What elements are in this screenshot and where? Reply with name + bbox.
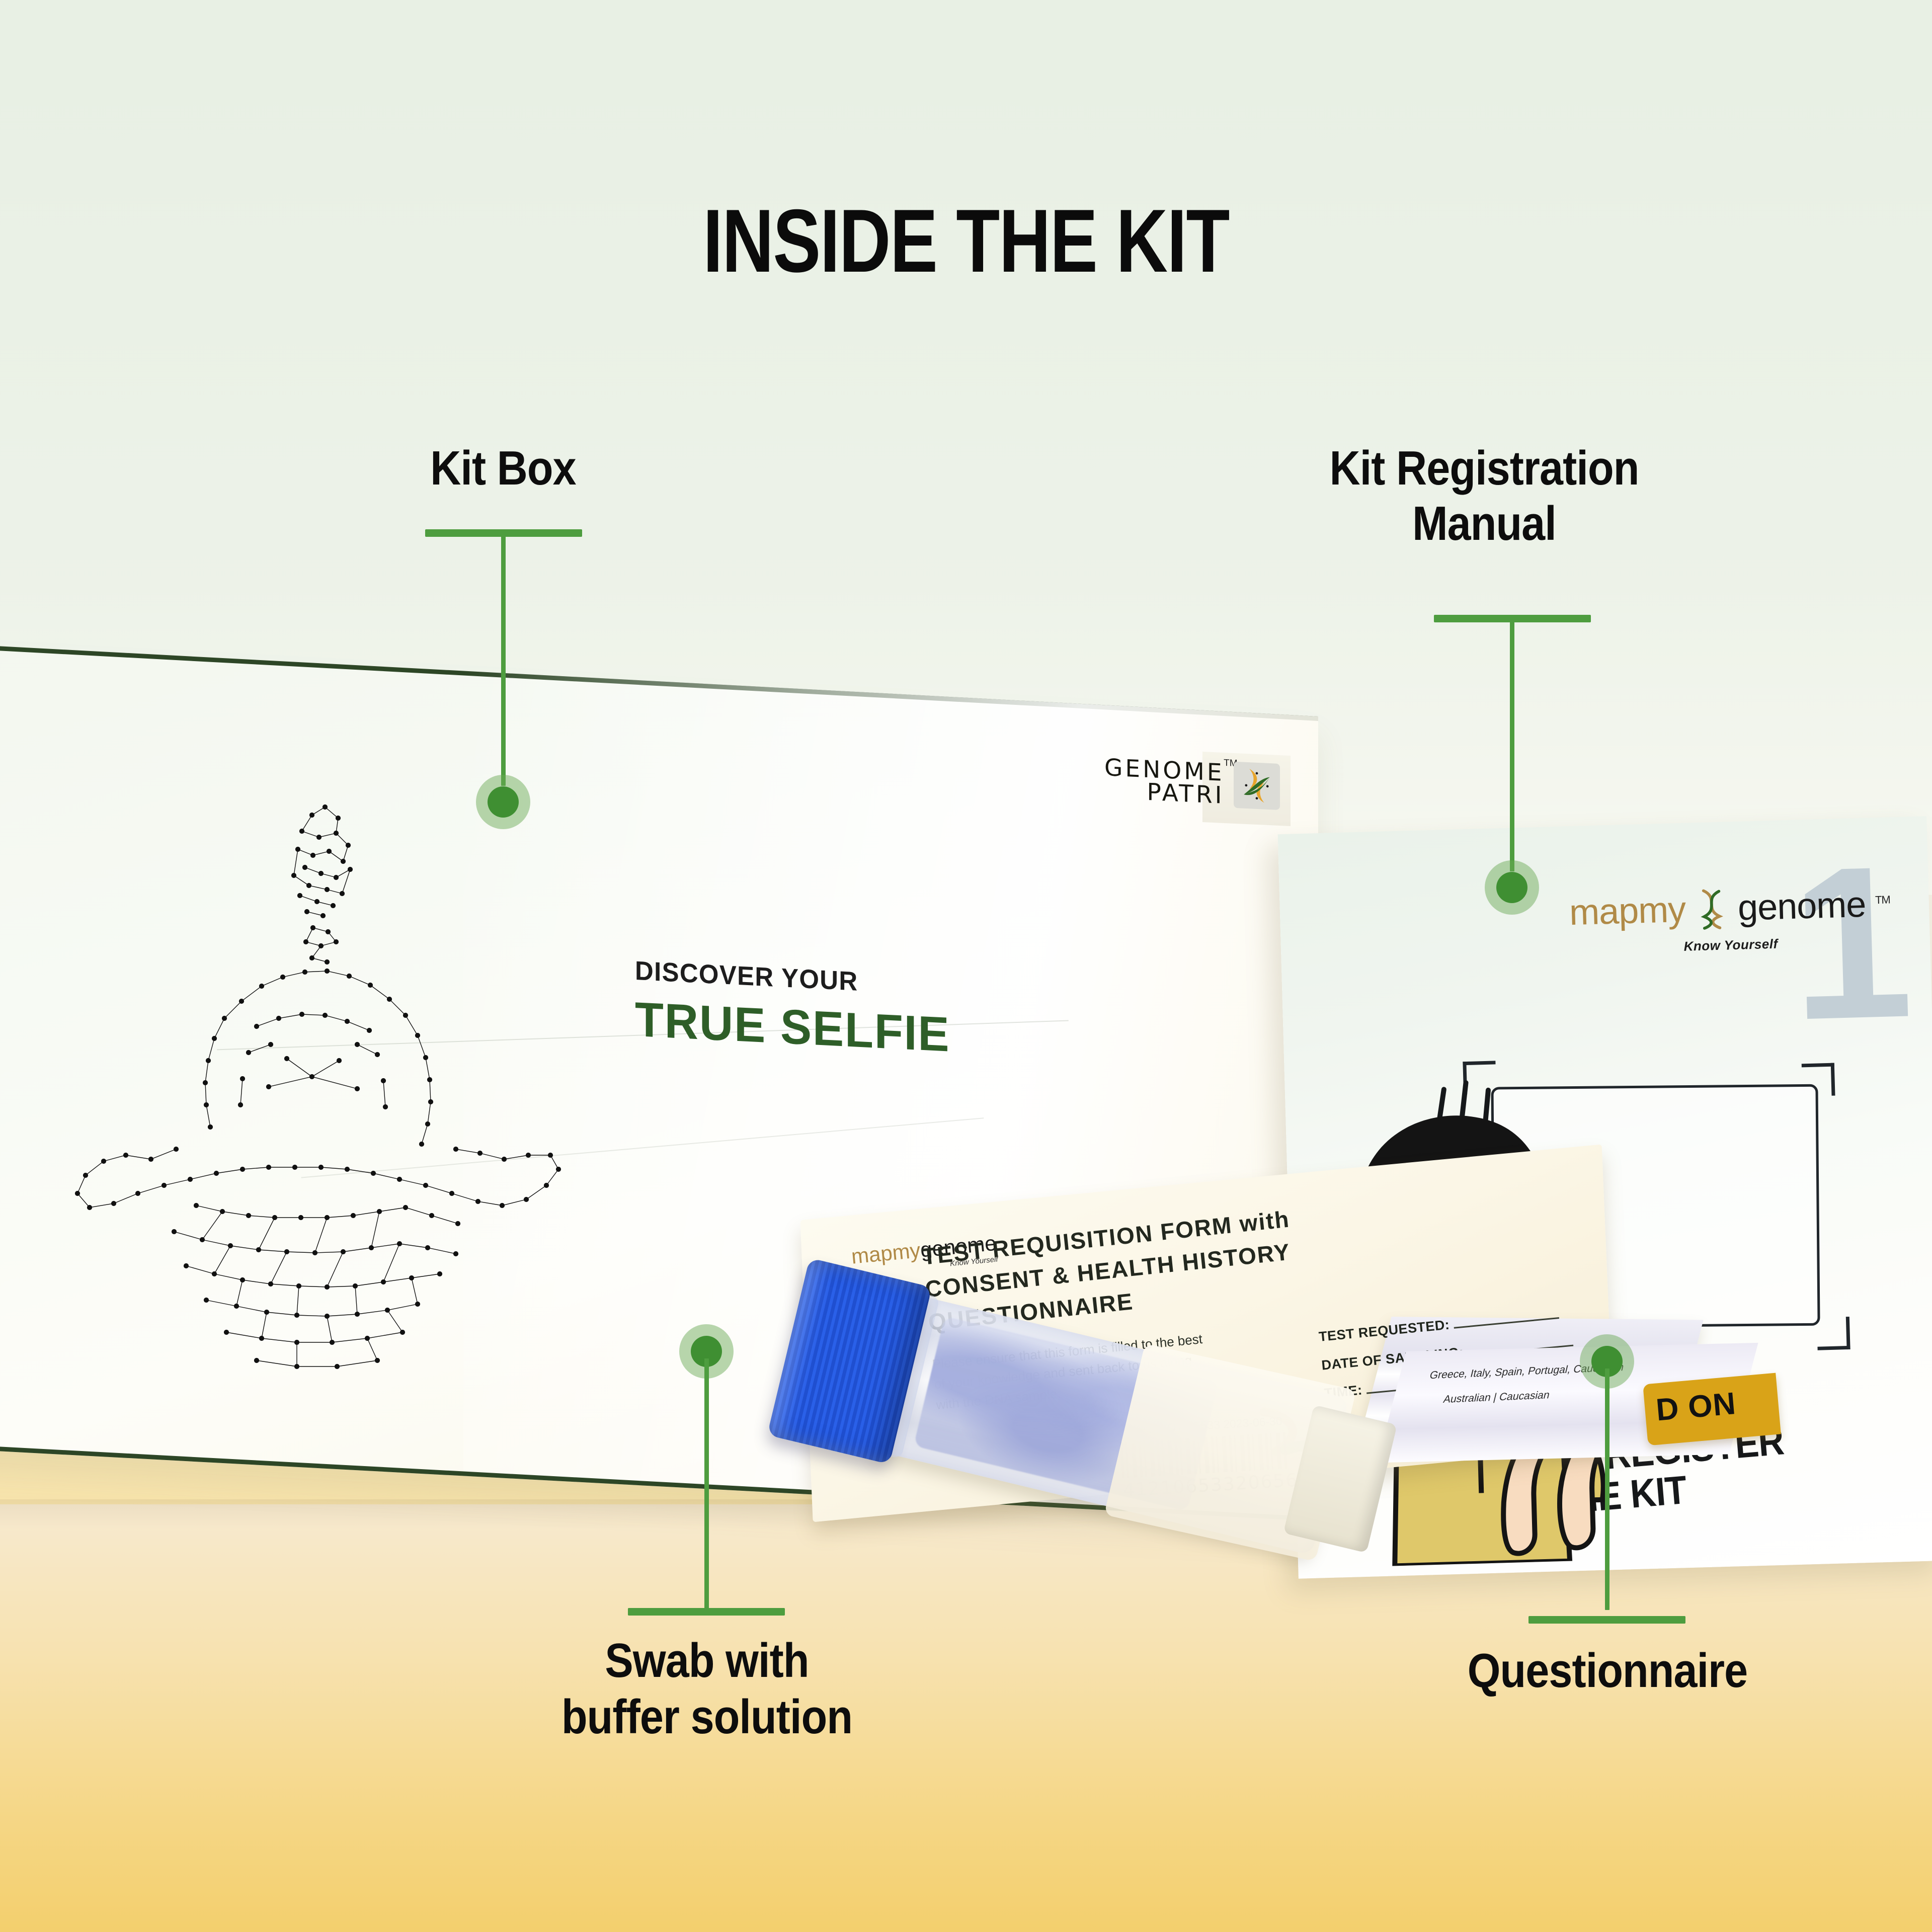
kit-box-tagline: DISCOVER YOUR TRUE SELFIE: [635, 955, 963, 1064]
callout-kit-registration: Kit Registration Manual: [1208, 443, 1761, 549]
callout-kit-box-label: Kit Box: [430, 441, 576, 495]
trademark-icon: TM: [1875, 893, 1891, 907]
callout-kit-box-stem: [501, 529, 506, 786]
callout-swab-crossbar: [628, 1608, 785, 1616]
dna-meditation-figure-icon: [55, 785, 589, 1419]
callout-kit-registration-label-line2: Manual: [1412, 496, 1557, 550]
gold-sticker-text: D ON: [1654, 1386, 1738, 1428]
callout-kit-box: Kit Box: [322, 443, 684, 494]
dna-helix-icon: [1695, 887, 1729, 931]
mapmygenome-wordmark: mapmy genome TM: [1569, 882, 1891, 935]
callout-kit-registration-label-line1: Kit Registration: [1329, 441, 1640, 495]
callout-kit-box-marker: [476, 775, 530, 829]
logo-part-genome: genome: [1737, 884, 1867, 928]
mapmygenome-logo: mapmy genome TM Know Yourself: [1569, 882, 1891, 957]
callout-questionnaire-stem: [1605, 1369, 1609, 1610]
table-surface: [0, 1504, 1932, 1932]
callout-swab-label-line1: Swab with: [605, 1634, 809, 1687]
inner-option-2: Australian | Caucasian: [1442, 1389, 1551, 1406]
genome-patri-mark-icon: [1233, 761, 1280, 810]
callout-questionnaire-crossbar: [1528, 1616, 1685, 1624]
callout-kit-registration-marker: [1485, 860, 1539, 915]
genome-patri-wordmark: GENOME PATRI TM: [1104, 754, 1238, 810]
genome-patri-logo: GENOME PATRI TM: [1104, 754, 1280, 810]
page-title: INSIDE THE KIT: [703, 191, 1230, 291]
genome-patri-line2: PATRI: [1147, 778, 1225, 810]
callout-questionnaire-label: Questionnaire: [1467, 1644, 1748, 1698]
callout-swab-label-line2: buffer solution: [561, 1689, 853, 1744]
logo-part-mapmy: mapmy: [1569, 889, 1686, 933]
gold-sticker: D ON: [1643, 1373, 1781, 1446]
callout-questionnaire: Questionnaire: [1328, 1645, 1887, 1697]
callout-swab-stem: [704, 1358, 709, 1610]
callout-swab: Swab with buffer solution: [443, 1635, 971, 1743]
callout-kit-registration-stem: [1510, 615, 1514, 871]
